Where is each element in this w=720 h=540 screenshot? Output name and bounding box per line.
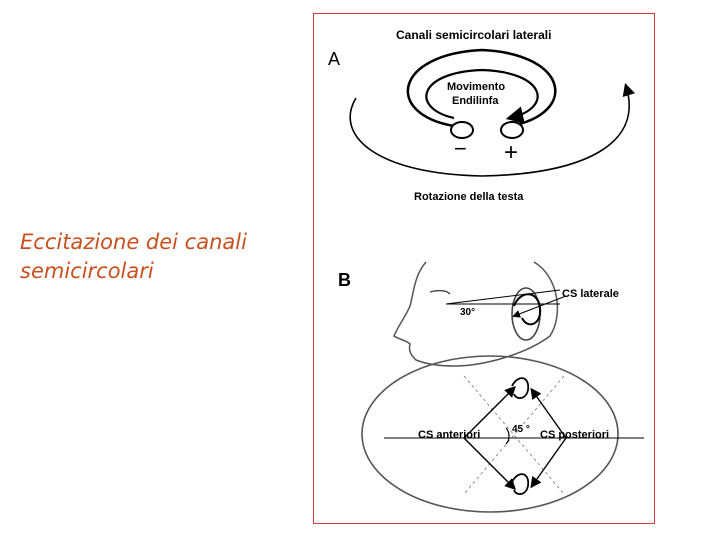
right-ampulla — [500, 121, 524, 139]
anterior-arrow-down — [463, 437, 516, 490]
eye-outline — [429, 289, 451, 295]
lateral-canal-pointer — [512, 295, 567, 318]
panel-a: A Canali semicircolari laterali Moviment… — [328, 28, 635, 203]
panel-a-letter: A — [328, 49, 340, 69]
endolymph-flow-arrow — [425, 68, 539, 124]
canal-plane-diagonal-2 — [463, 375, 565, 495]
panel-b-letter: B — [338, 270, 351, 290]
anterior-canals-label: CS anteriori — [418, 429, 480, 441]
slide-title-line-1: Eccitazione dei canali — [20, 230, 247, 254]
plus-sign: + — [504, 139, 518, 166]
canal-loop-outer — [406, 48, 557, 128]
figure-frame: A Canali semicircolari laterali Moviment… — [313, 13, 655, 524]
vestibular-diagram: A Canali semicircolari laterali Moviment… — [328, 28, 644, 513]
lateral-canals-label: Canali semicircolari laterali — [396, 28, 551, 42]
posterior-arrow-down — [530, 437, 567, 489]
minus-sign: − — [454, 136, 467, 161]
head-profile — [393, 261, 559, 367]
endolymph-movement-label: Movimento Endilinfa — [447, 81, 508, 107]
angle-45-label: 45 ° — [512, 424, 530, 435]
angle-30-label: 30° — [460, 307, 475, 318]
posterior-arrow-up — [530, 387, 567, 439]
canal-plane-line — [445, 289, 561, 305]
lateral-canal-label: CS laterale — [562, 288, 619, 300]
panel-b: B 30° CS laterale — [338, 261, 644, 513]
head-rotation-label: Rotazione della testa — [414, 191, 524, 203]
slide-title-line-2: semicircolari — [20, 259, 154, 283]
canal-sketch-bottom — [511, 473, 530, 495]
canal-sketch-top — [511, 377, 530, 399]
anterior-arrow-up — [463, 386, 516, 439]
angle-45-arc — [505, 427, 510, 445]
head-rotation-arrow — [349, 82, 635, 177]
head-top-view — [361, 355, 619, 513]
canal-plane-diagonal-1 — [463, 375, 565, 495]
left-ampulla — [450, 121, 474, 139]
slide-title: Eccitazione dei canali semicircolari — [20, 228, 320, 286]
posterior-canals-label: CS posteriori — [540, 429, 609, 441]
lateral-canal-sketch — [513, 293, 542, 326]
